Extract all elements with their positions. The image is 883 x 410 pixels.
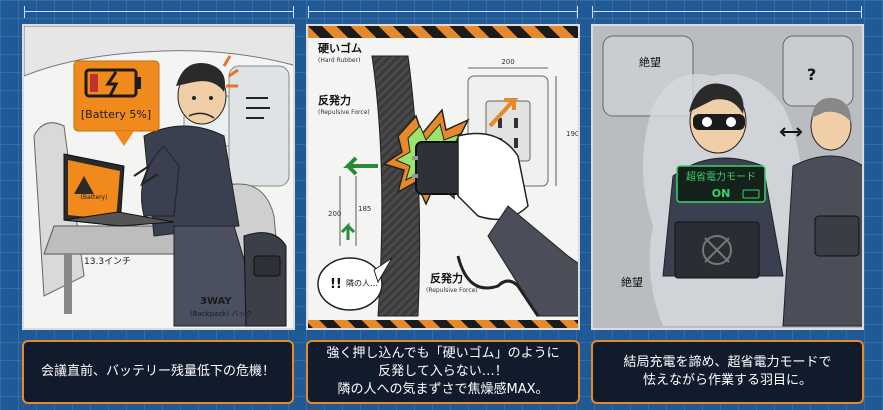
bag-sub-label: (Backpack) バック <box>190 310 252 318</box>
repulsive-bottom-label: 反発力 <box>430 271 463 285</box>
bubble-exclaim: !! <box>330 277 342 292</box>
panel-plug-struggle: 硬いゴム (Hard Rubber) 反発力 (Repulsive Force)… <box>306 24 580 330</box>
hard-rubber-label: 硬いゴム <box>318 41 362 55</box>
caption-1-line-1: 会議直前、バッテリー残量低下の危機！ <box>40 364 275 379</box>
dimension-line-3 <box>592 4 862 18</box>
question-mark: ? <box>807 65 816 84</box>
battery-label: [Battery 5%] <box>81 108 151 121</box>
dimension-200-left: 200 <box>328 210 341 218</box>
hard-rubber-en-label: (Hard Rubber) <box>318 57 360 64</box>
bubble-text: 隣の人… <box>346 278 378 288</box>
caption-2: 強く押し込んでも「硬いゴム」のように 反発して入らない…！ 隣の人への気まずさで… <box>306 340 580 404</box>
repulsive-bottom-en-label: (Repulsive Force) <box>426 287 478 294</box>
panel-battery-crisis: [Battery 5%] (Battery) 13.3インチ 3WAY (Bac… <box>22 24 295 330</box>
despair-bottom-label: 絶望 <box>621 275 643 289</box>
panel2-illustration: 硬いゴム (Hard Rubber) 反発力 (Repulsive Force)… <box>308 26 579 328</box>
panel3-illustration: 絶望 絶望 ? 超省電力モード ON <box>593 26 862 328</box>
panel1-illustration: [Battery 5%] (Battery) 13.3インチ 3WAY (Bac… <box>24 26 293 328</box>
dimension-line-1 <box>24 4 294 18</box>
dimension-185: 185 <box>358 205 371 213</box>
power-mode-on: ON <box>712 187 731 200</box>
caption-2-line-1: 強く押し込んでも「硬いゴム」のように <box>326 346 560 361</box>
dimension-200: 200 <box>501 58 514 66</box>
dimension-line-2 <box>308 4 578 18</box>
caption-3-line-1: 結局充電を諦め、超省電力モードで <box>623 355 832 370</box>
panel-power-save: 絶望 絶望 ? 超省電力モード ON <box>591 24 864 330</box>
power-mode-label: 超省電力モード <box>686 170 756 183</box>
caption-1: 会議直前、バッテリー残量低下の危機！ <box>22 340 294 404</box>
caption-2-line-3: 隣の人への気まずさで焦燥感MAX。 <box>337 382 549 397</box>
bag-label: 3WAY <box>200 296 232 307</box>
caption-3-line-2: 怯えながら作業する羽目に。 <box>642 373 812 388</box>
despair-top-label: 絶望 <box>639 55 661 69</box>
caption-3: 結局充電を諦め、超省電力モードで 怯えながら作業する羽目に。 <box>591 340 864 404</box>
repulsive-top-en-label: (Repulsive Force) <box>318 109 370 116</box>
caption-2-line-2: 反発して入らない…！ <box>378 364 508 379</box>
repulsive-top-label: 反発力 <box>318 93 351 107</box>
dimension-190: 190 <box>566 130 579 138</box>
laptop-size-label: 13.3インチ <box>84 256 131 267</box>
laptop-screen-text: (Battery) <box>81 194 108 201</box>
